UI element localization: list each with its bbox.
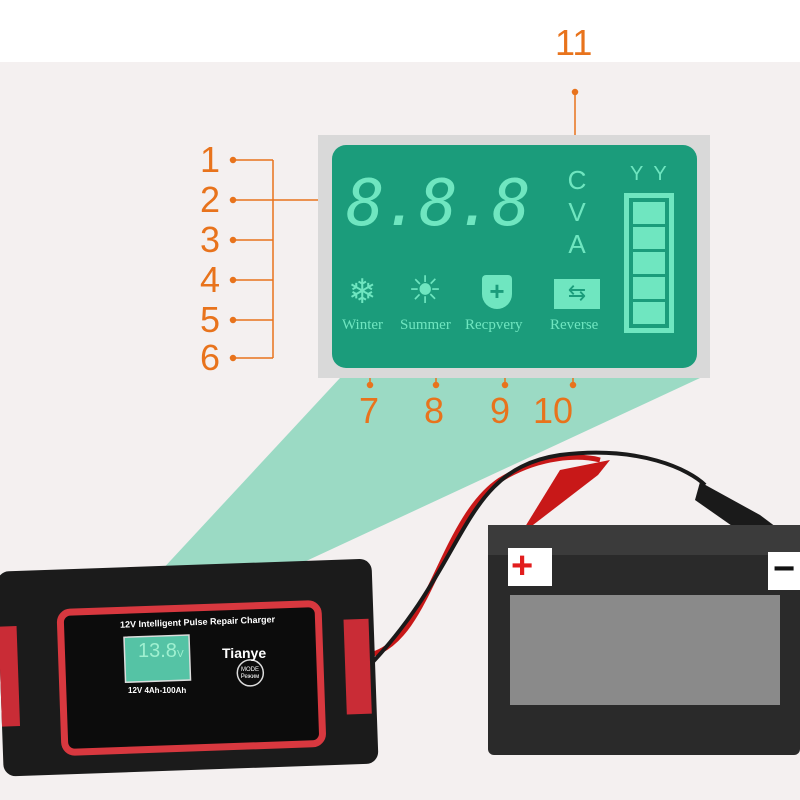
seven-segment-digits: 8.8.8 [346,167,531,241]
callout-11: 11 [555,22,593,63]
unit-v: V [568,197,586,227]
red-clamp [520,460,610,535]
mode-label-winter: Winter [342,317,384,333]
callout-6: 6 [200,337,221,378]
projection-beam [120,378,700,615]
callout-10: 10 [533,390,574,431]
battery-minus-sign: − [773,548,796,590]
lcd-display: 8.8.8 C V A YY ❄ ☀ + ⇆ Winter Summer Rec… [332,145,697,368]
snowflake-icon: ❄ [348,273,377,311]
callout-4: 4 [200,259,221,300]
red-cable [369,454,601,658]
battery-level-icon [624,193,674,333]
mode-label-summer: Summer [400,317,451,333]
reverse-arrows-icon: ⇆ [554,279,600,309]
charger-device [0,559,379,777]
battery-plus-sign: + [511,545,534,587]
brand-logo: Tianye [222,645,267,661]
sun-icon: ☀ [408,270,443,312]
callout-8: 8 [424,390,445,431]
mode-label-recovery: Recpvery [465,317,523,333]
callout-3: 3 [200,219,221,260]
shield-plus-icon: + [482,275,512,309]
battery-label [510,595,780,705]
callout-2: 2 [200,179,221,220]
callout-5: 5 [200,299,221,340]
mode-label-reverse: Reverse [550,317,599,333]
unit-a: A [568,229,586,259]
charger-display-value: 13.8V [138,640,184,662]
battery-terminal-labels: YY [630,163,677,185]
callout-9: 9 [490,390,511,431]
callout-1: 1 [200,139,221,180]
black-cable [368,450,707,667]
charger-rating: 12V 4Ah-100Ah [128,686,187,695]
unit-c: C [567,165,587,195]
black-clamp [695,482,780,535]
callout-7: 7 [359,390,380,431]
